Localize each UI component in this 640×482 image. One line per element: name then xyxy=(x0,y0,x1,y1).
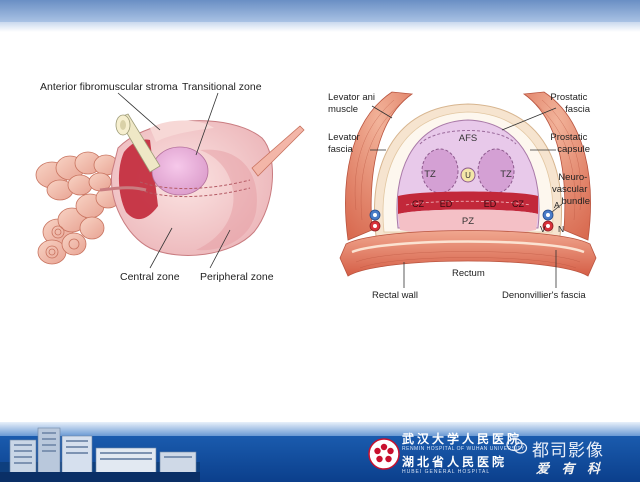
hospital-name-cn-2: 湖北省人民医院 xyxy=(402,453,507,470)
header-band-fade xyxy=(0,22,640,32)
zone-tz-right: TZ xyxy=(500,169,512,180)
label-anterior-fibromuscular-stroma: Anterior fibromuscular stroma xyxy=(40,81,178,93)
zone-afs: AFS xyxy=(459,133,477,144)
label-denonvillier-fascia: Denonvillier's fascia xyxy=(502,290,586,301)
zone-cz-left: CZ xyxy=(412,199,424,209)
slide-content: Anterior fibromuscular stroma Transition… xyxy=(0,32,640,422)
footer-slogan: 爱 有 科 xyxy=(536,458,604,477)
zone-cz-right: CZ xyxy=(512,199,524,209)
hospital-name-en-2: HUBEI GENERAL HOSPITAL xyxy=(402,469,490,475)
label-peripheral-zone: Peripheral zone xyxy=(200,271,274,283)
left-prostate-diagram: Anterior fibromuscular stroma Transition… xyxy=(36,81,304,283)
label-prostatic-capsule: Prostatic capsule xyxy=(550,132,590,155)
hospital-buildings-image xyxy=(0,422,200,482)
vessel-n: N xyxy=(558,224,564,234)
label-rectal-wall: Rectal wall xyxy=(372,290,418,301)
vessel-v: V xyxy=(540,224,546,234)
right-prostate-cross-section: AFS TZ TZ U CZ ED ED CZ PZ A V N Levator… xyxy=(328,92,596,301)
header-band xyxy=(0,0,640,22)
zone-ed-left: ED xyxy=(440,199,453,209)
label-levator-ani-muscle: Levator ani muscle xyxy=(328,92,378,115)
label-central-zone: Central zone xyxy=(120,271,180,283)
zone-pz: PZ xyxy=(462,216,474,227)
label-transitional-zone: Transitional zone xyxy=(182,81,262,93)
zone-ed-right: ED xyxy=(484,199,497,209)
hospital-logo-icon xyxy=(368,438,400,470)
label-rectum: Rectum xyxy=(452,268,485,279)
zone-tz-left: TZ xyxy=(424,169,436,180)
wechat-icon xyxy=(506,437,528,455)
hospital-name-cn-1: 武汉大学人民医院 xyxy=(402,430,522,447)
seminal-vesicle-lower xyxy=(38,188,120,264)
zone-urethra: U xyxy=(465,171,471,180)
